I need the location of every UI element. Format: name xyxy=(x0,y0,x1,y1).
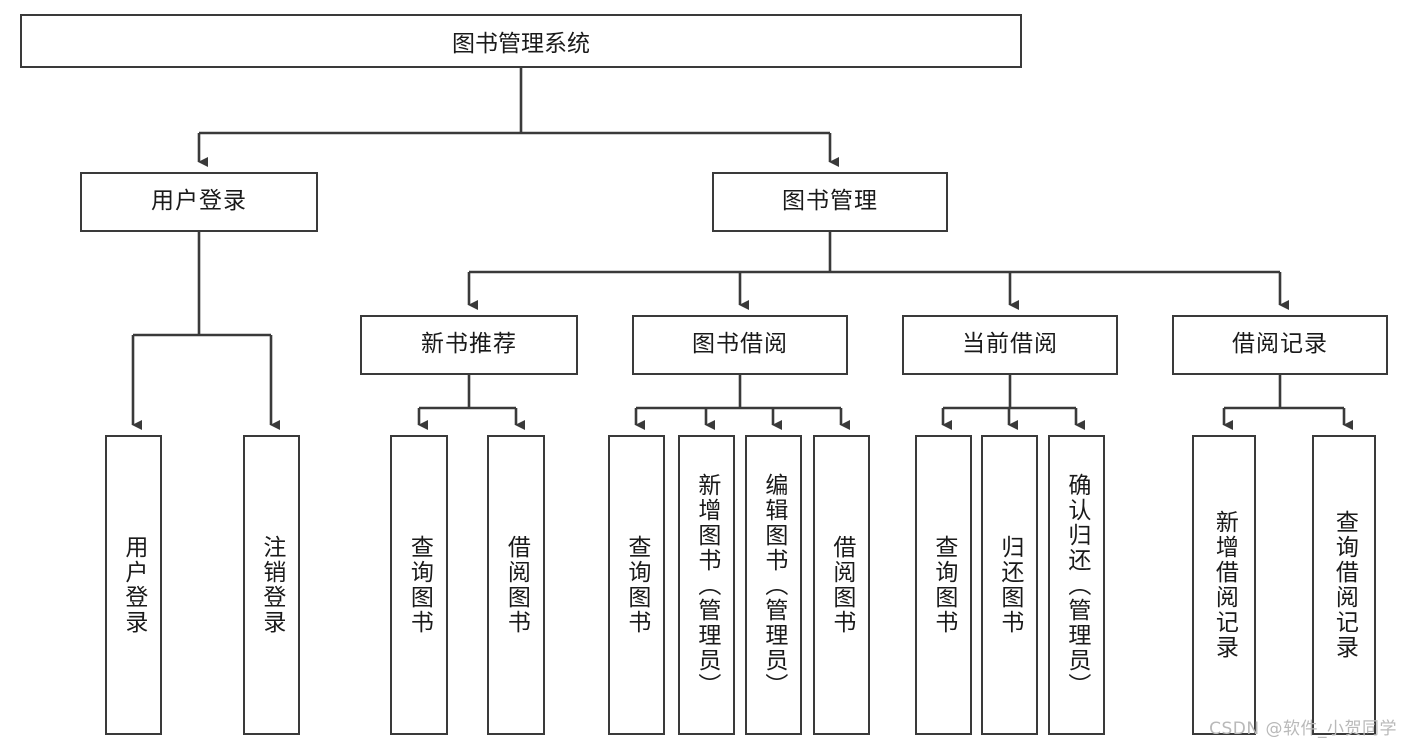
leaf-book-borrow-query[interactable]: 查询图书 xyxy=(608,435,665,735)
node-label: 新书推荐 xyxy=(421,331,517,358)
leaf-book-borrow-edit[interactable]: 编辑图书（管理员） xyxy=(745,435,802,735)
csdn-watermark: CSDN @软件_小贺同学 xyxy=(1209,719,1397,739)
node-label: 当前借阅 xyxy=(962,331,1058,358)
node-borrow-record[interactable]: 借阅记录 xyxy=(1172,315,1388,375)
node-label: 图书管理系统 xyxy=(452,31,590,57)
leaf-book-borrow-borrow[interactable]: 借阅图书 xyxy=(813,435,870,735)
leaf-new-book-query[interactable]: 查询图书 xyxy=(390,435,448,735)
node-label: 借阅记录 xyxy=(1232,331,1328,358)
leaf-current-borrow-return[interactable]: 归还图书 xyxy=(981,435,1038,735)
node-user-login[interactable]: 用户登录 xyxy=(80,172,318,232)
leaf-new-book-borrow[interactable]: 借阅图书 xyxy=(487,435,545,735)
node-label: 借阅图书 xyxy=(503,535,530,635)
leaf-user-login-logout[interactable]: 注销登录 xyxy=(243,435,300,735)
node-label: 图书借阅 xyxy=(692,331,788,358)
node-label: 归还图书 xyxy=(996,535,1023,635)
node-book-borrow[interactable]: 图书借阅 xyxy=(632,315,848,375)
leaf-book-borrow-add[interactable]: 新增图书（管理员） xyxy=(678,435,735,735)
node-book-management[interactable]: 图书管理 xyxy=(712,172,948,232)
node-label: 图书管理 xyxy=(782,188,878,215)
node-label: 新增图书（管理员） xyxy=(693,472,720,698)
node-root-system[interactable]: 图书管理系统 xyxy=(20,14,1022,68)
leaf-current-borrow-confirm-return[interactable]: 确认归还（管理员） xyxy=(1048,435,1105,735)
leaf-current-borrow-query[interactable]: 查询图书 xyxy=(915,435,972,735)
node-label: 查询图书 xyxy=(930,535,957,635)
node-label: 查询借阅记录 xyxy=(1331,510,1358,660)
node-current-borrow[interactable]: 当前借阅 xyxy=(902,315,1118,375)
node-new-book-recommend[interactable]: 新书推荐 xyxy=(360,315,578,375)
node-label: 编辑图书（管理员） xyxy=(760,472,787,698)
leaf-user-login-login[interactable]: 用户登录 xyxy=(105,435,162,735)
node-label: 注销登录 xyxy=(258,535,285,635)
node-label: 新增借阅记录 xyxy=(1211,510,1238,660)
node-label: 用户登录 xyxy=(151,188,247,215)
node-label: 用户登录 xyxy=(120,535,147,635)
node-label: 确认归还（管理员） xyxy=(1063,472,1090,698)
node-label: 借阅图书 xyxy=(828,535,855,635)
leaf-borrow-record-query[interactable]: 查询借阅记录 xyxy=(1312,435,1376,735)
node-label: 查询图书 xyxy=(406,535,433,635)
node-label: 查询图书 xyxy=(623,535,650,635)
leaf-borrow-record-add[interactable]: 新增借阅记录 xyxy=(1192,435,1256,735)
